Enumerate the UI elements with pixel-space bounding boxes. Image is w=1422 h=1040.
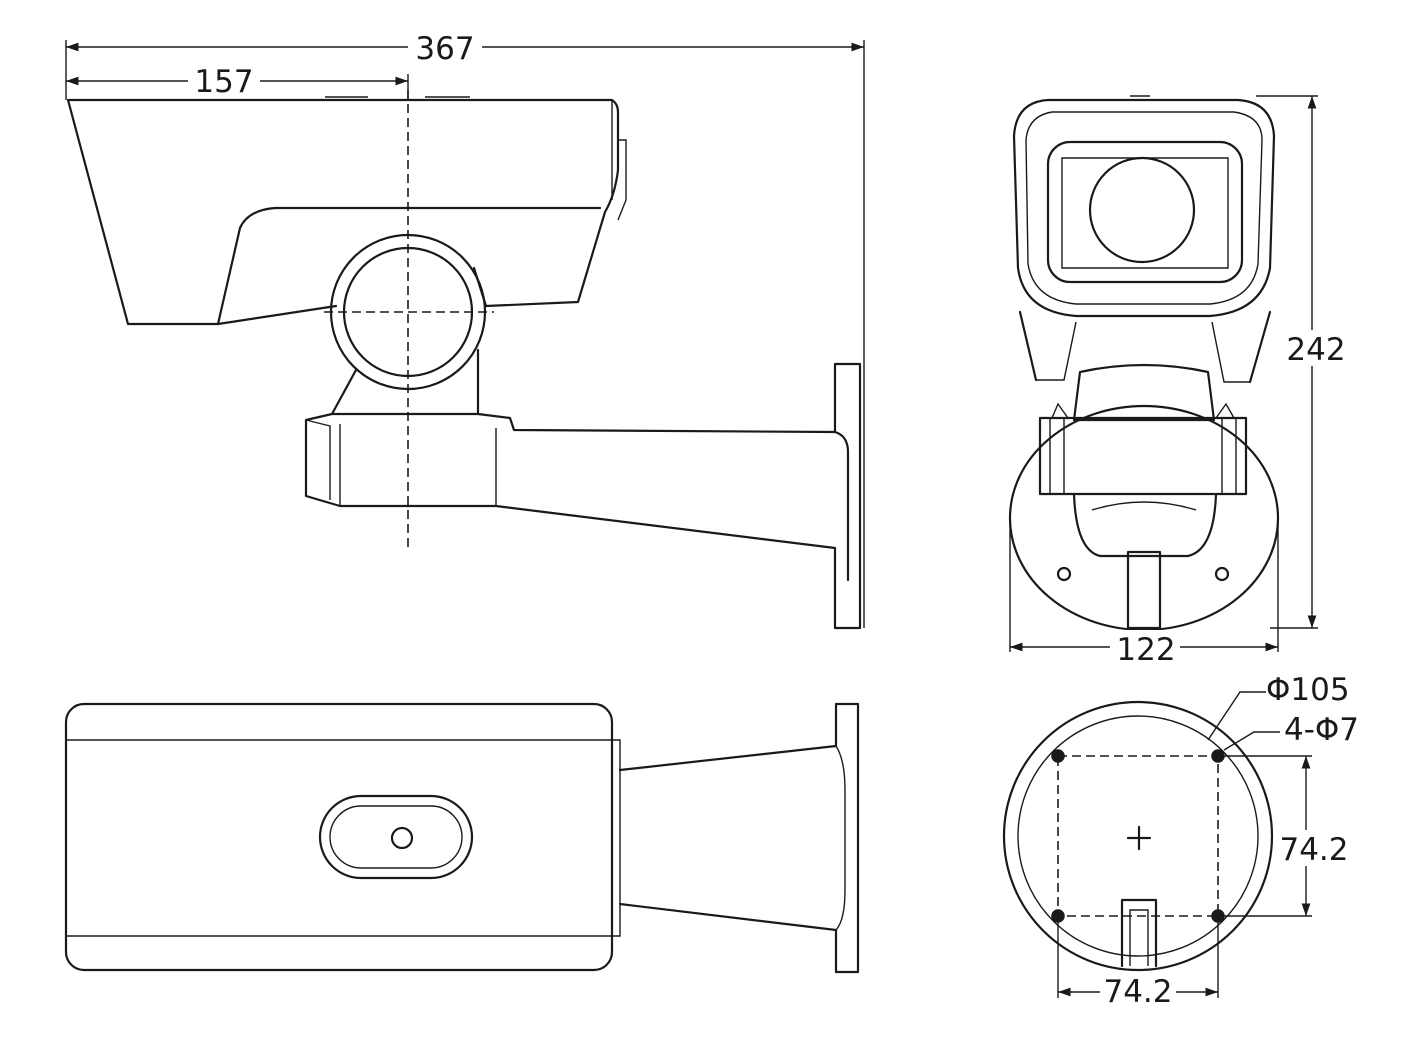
top-view (64, 702, 860, 974)
dim-height: 242 (1286, 332, 1345, 368)
top-view-oval-cover (318, 794, 474, 880)
front-view: 242 122 (1008, 95, 1348, 668)
dim-base-diameter: Φ105 (1266, 672, 1350, 708)
base-view-bolt-pattern (1057, 755, 1219, 917)
dim-width: 122 (1116, 632, 1175, 668)
dim-hole-spacing-horizontal: 74.2 (1103, 974, 1172, 1010)
side-view-housing (66, 98, 620, 326)
front-view-clamp (1038, 416, 1248, 496)
base-view-hole (1051, 749, 1065, 763)
top-view-arm (618, 702, 860, 974)
dim-overall-length: 367 (415, 31, 474, 67)
side-view: 367 157 (65, 30, 865, 630)
front-view-lens (1088, 156, 1196, 264)
dim-hole-spacing-vertical: 74.2 (1279, 832, 1348, 868)
base-view: Φ105 4-Φ7 74.2 74.2 (1002, 672, 1359, 1010)
top-view-housing (64, 702, 614, 972)
dim-mount-offset: 157 (194, 64, 253, 100)
front-view-lens-frame (1046, 140, 1244, 284)
front-view-hood (1012, 98, 1276, 318)
dim-holes: 4-Φ7 (1284, 712, 1359, 748)
base-view-plate (1002, 700, 1274, 972)
side-view-bracket (304, 348, 862, 630)
